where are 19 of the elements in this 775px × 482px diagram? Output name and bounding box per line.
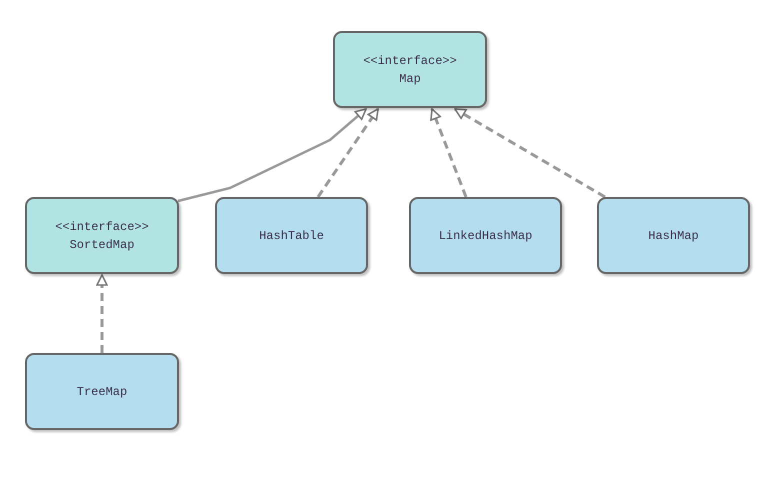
inheritance-arrow: [96, 274, 108, 353]
inheritance-arrow: [178, 108, 367, 202]
class-box: [25, 353, 179, 430]
inheritance-arrow: [454, 108, 606, 198]
class-box: [215, 197, 368, 274]
class-box: [409, 197, 562, 274]
stereotype-label: <<interface>>: [363, 52, 457, 70]
class-name: HashTable: [259, 228, 324, 244]
inheritance-arrow: [316, 108, 380, 198]
class-name: HashMap: [648, 228, 699, 244]
class-name: LinkedHashMap: [438, 228, 532, 244]
interface-box: [333, 31, 487, 108]
class-box: [597, 197, 750, 274]
class-name: TreeMap: [76, 384, 128, 400]
stereotype-label: <<interface>>: [55, 218, 149, 236]
interface-box: [25, 197, 179, 274]
class-name: Map: [399, 70, 421, 88]
class-name: SortedMap: [70, 236, 134, 254]
inheritance-arrow: [430, 108, 468, 198]
